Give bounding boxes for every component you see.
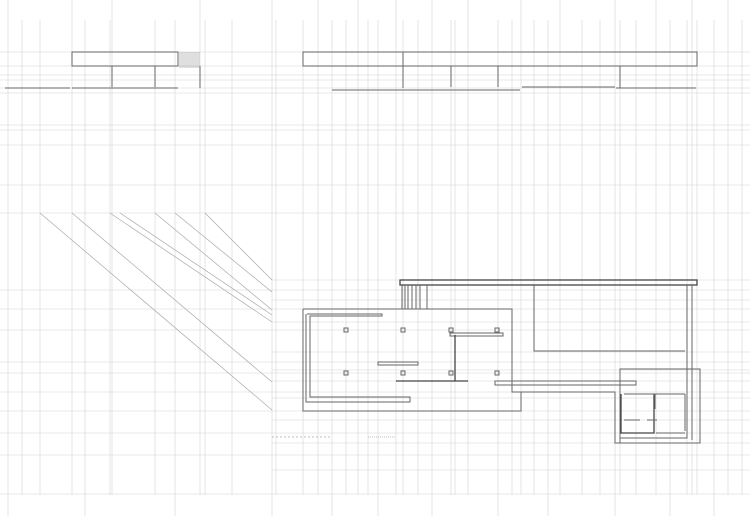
pool bbox=[533, 285, 685, 352]
top-wall bbox=[399, 279, 698, 286]
podium-outline bbox=[303, 308, 697, 444]
long-wall bbox=[494, 380, 637, 386]
projection-diagonals bbox=[39, 212, 273, 411]
elevation-hatch bbox=[179, 52, 200, 68]
stairs bbox=[401, 285, 428, 309]
onyx-wall bbox=[377, 361, 419, 366]
elevation-right-block bbox=[302, 51, 698, 67]
elevation bbox=[5, 51, 698, 91]
elevation-left-block bbox=[71, 51, 179, 67]
floor-plan bbox=[272, 279, 701, 444]
small-court bbox=[620, 393, 686, 434]
columns bbox=[343, 327, 500, 376]
